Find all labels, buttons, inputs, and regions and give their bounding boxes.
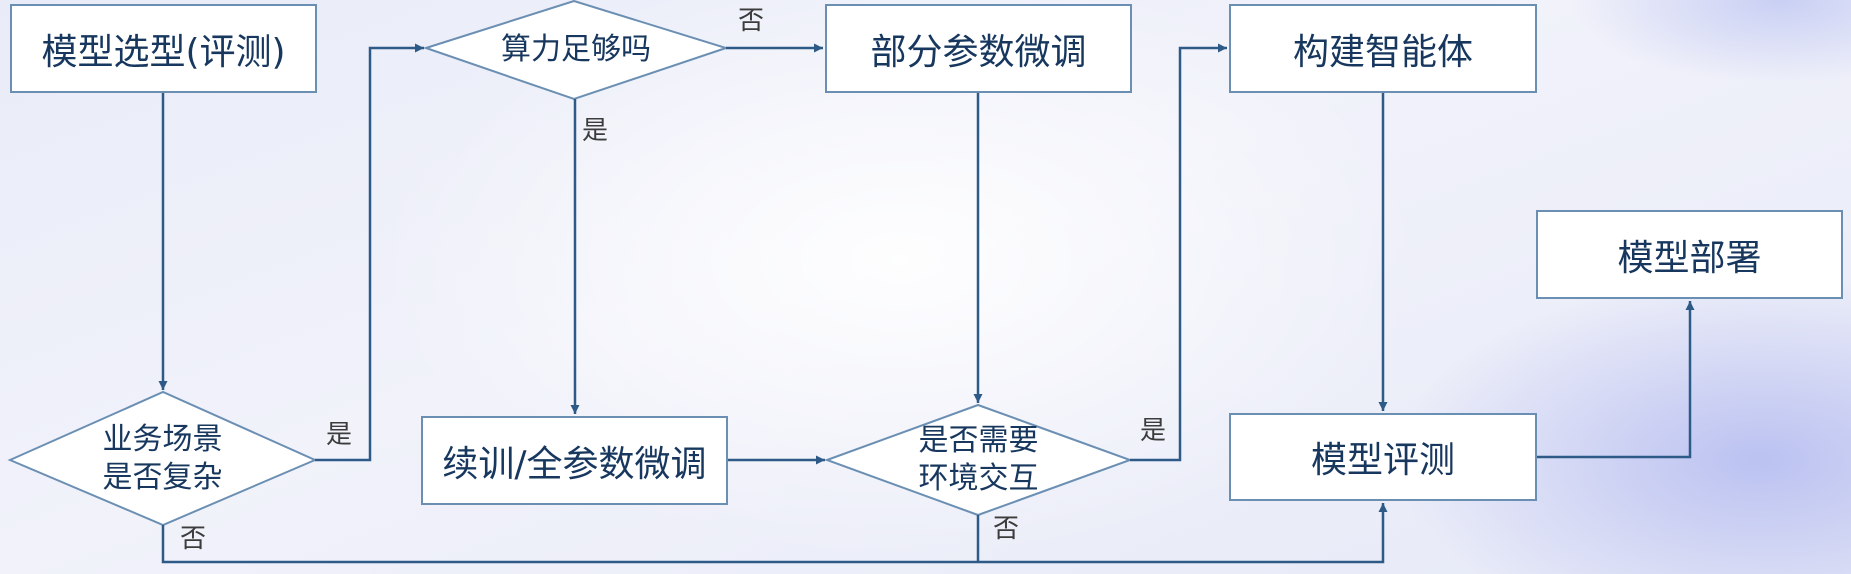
node-build-agent: 构建智能体 [1229, 4, 1537, 93]
edge-env-yes [1130, 43, 1227, 462]
edge-label-compute-yes: 是 [582, 116, 609, 146]
node-model-selection: 模型选型(评测) [10, 4, 317, 93]
node-scene-complex: 业务场景 是否复杂 [10, 392, 315, 525]
node-scene-complex-line2: 是否复杂 [102, 459, 223, 495]
edge-label-compute-no: 否 [738, 6, 765, 36]
node-scene-complex-line1: 业务场景 [102, 421, 223, 457]
node-need-env: 是否需要 环境交互 [827, 405, 1130, 515]
node-full-finetune: 续训/全参数微调 [421, 416, 728, 505]
node-model-eval: 模型评测 [1229, 413, 1537, 501]
node-partial-finetune: 部分参数微调 [825, 4, 1132, 93]
edge-scene-yes [315, 43, 424, 462]
edge-label-env-no: 否 [993, 514, 1020, 544]
node-compute-enough: 算力足够吗 [426, 1, 726, 99]
edge-scene-no [161, 503, 1388, 564]
node-compute-enough-label: 算力足够吗 [501, 32, 651, 67]
node-model-deploy: 模型部署 [1536, 210, 1843, 299]
edge-eval-to-deploy [1537, 301, 1695, 459]
edge-label-scene-yes: 是 [326, 420, 353, 450]
edge-label-env-yes: 是 [1140, 416, 1167, 446]
edge-label-scene-no: 否 [180, 524, 207, 554]
node-need-env-line1: 是否需要 [918, 423, 1039, 458]
node-need-env-line2: 环境交互 [918, 461, 1039, 496]
